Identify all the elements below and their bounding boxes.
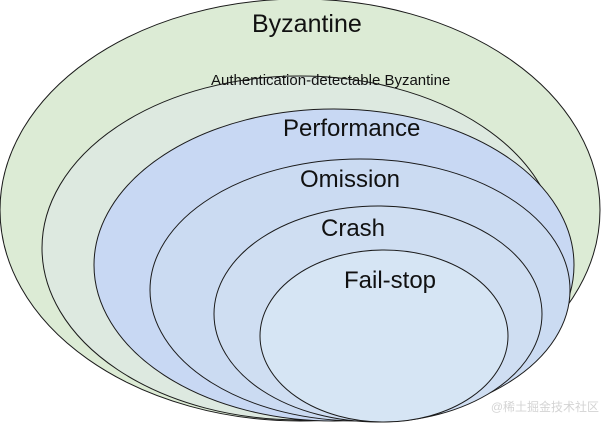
watermark: @稀土掘金技术社区: [490, 400, 599, 414]
authentication-detectable-byzantine-label: Authentication-detectable Byzantine: [211, 72, 451, 89]
performance-label: Performance: [283, 115, 421, 142]
fail-stop-ellipse: [259, 249, 509, 423]
fail-stop-label: Fail-stop: [344, 267, 437, 294]
omission-label: Omission: [300, 166, 401, 193]
crash-label: Crash: [321, 215, 386, 242]
byzantine-label: Byzantine: [252, 10, 362, 38]
